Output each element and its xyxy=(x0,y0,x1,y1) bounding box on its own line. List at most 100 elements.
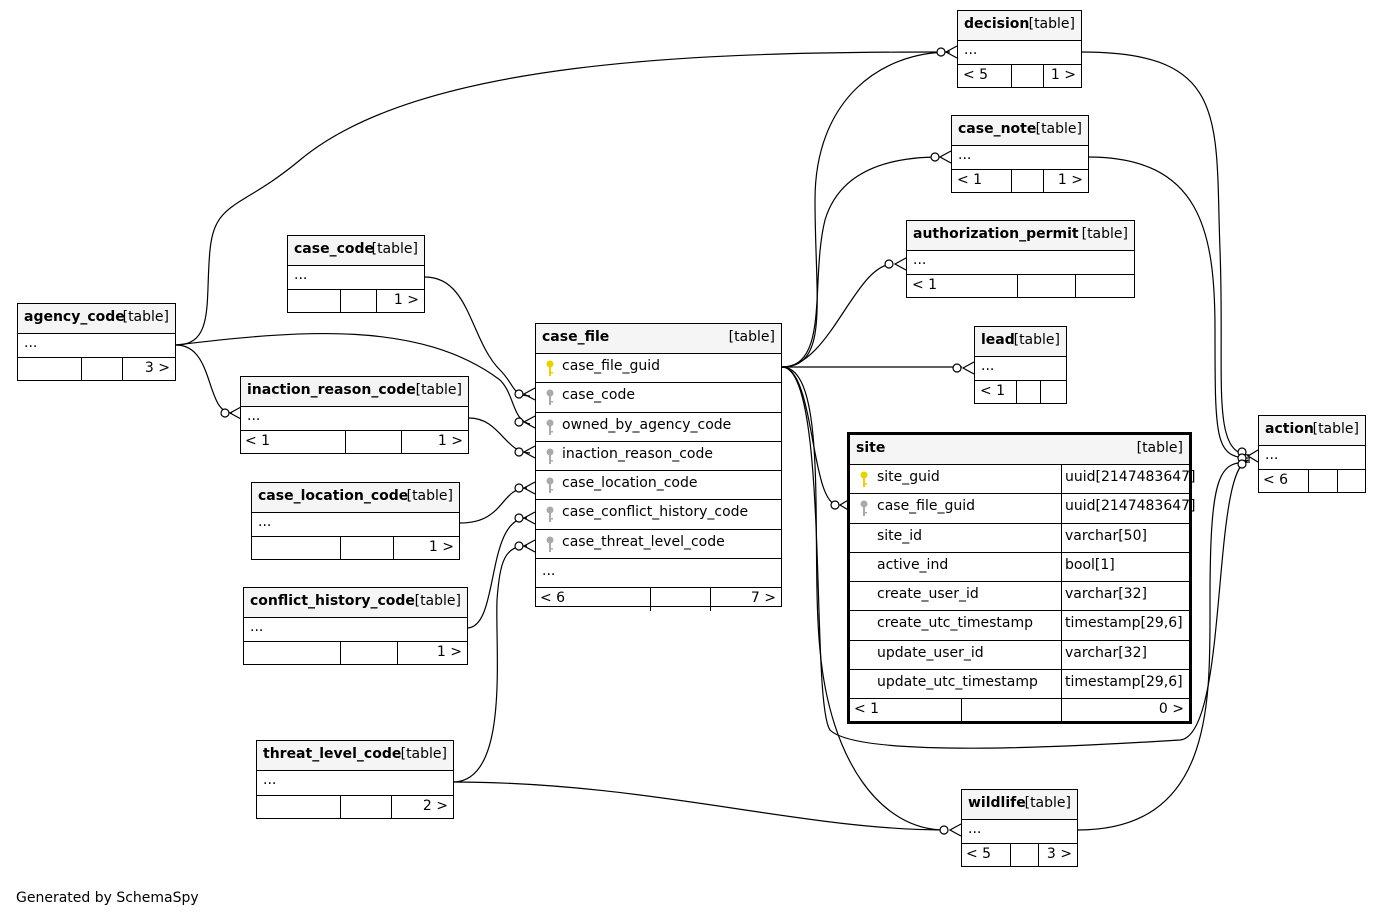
parent-count: < 1 xyxy=(912,277,938,293)
table-tag: [table] xyxy=(400,746,447,762)
table-tag: [table] xyxy=(1024,795,1071,811)
edge-conflict-casefile xyxy=(466,517,528,629)
table-name: authorization_permit xyxy=(913,226,1079,242)
table-name: case_note xyxy=(958,121,1037,137)
primary-key-icon xyxy=(860,471,868,487)
foreign-key-icon xyxy=(546,477,554,494)
edge-casefile-wildlife xyxy=(781,366,946,831)
table-tag: [table] xyxy=(1013,332,1060,348)
table-threat-level-code[interactable]: threat_level_code[table] ... 2 > xyxy=(256,740,454,819)
column-row[interactable]: case_file_guid xyxy=(536,354,781,384)
table-name: inaction_reason_code xyxy=(247,382,416,398)
column-name: case_file_guid xyxy=(877,498,976,515)
table-conflict-history-code[interactable]: conflict_history_code[table] ... 1 > xyxy=(243,587,468,665)
table-name: site xyxy=(856,440,886,456)
more-columns: ... xyxy=(542,563,556,580)
more-columns: ... xyxy=(24,335,38,351)
more-columns: ... xyxy=(250,619,264,635)
parent-count: < 1 xyxy=(957,172,983,188)
parent-count: < 6 xyxy=(1263,472,1289,488)
column-type: uuid[2147483647] xyxy=(1065,498,1196,515)
edge-casefile-permit xyxy=(781,263,894,368)
edge-threat-wildlife xyxy=(452,781,946,831)
column-type: varchar[50] xyxy=(1065,527,1147,544)
column-name: case_location_code xyxy=(562,475,698,492)
child-count: 7 > xyxy=(750,590,776,607)
table-case-location-code[interactable]: case_location_code[table] ... 1 > xyxy=(251,482,460,560)
table-tag: [table] xyxy=(1136,440,1183,456)
child-count: 0 > xyxy=(1158,701,1184,718)
table-name: wildlife xyxy=(968,795,1026,811)
column-row[interactable]: case_conflict_history_code xyxy=(536,500,781,530)
column-type: varchar[32] xyxy=(1065,586,1147,603)
table-tag: [table] xyxy=(1312,421,1359,437)
column-row[interactable]: case_code xyxy=(536,383,781,413)
parent-count: < 1 xyxy=(980,383,1006,399)
table-case-code[interactable]: case_code[table] ... 1 > xyxy=(287,235,425,313)
table-name: threat_level_code xyxy=(263,746,402,762)
table-agency-code[interactable]: agency_code[table] ... 3 > xyxy=(17,303,176,381)
table-action[interactable]: action[table] ... < 6 xyxy=(1258,415,1366,493)
table-tag: [table] xyxy=(406,488,453,504)
parent-count: < 5 xyxy=(963,67,989,83)
column-row[interactable]: case_file_guid uuid[2147483647] xyxy=(850,494,1196,524)
table-name: agency_code xyxy=(24,309,125,325)
table-name: case_location_code xyxy=(258,488,409,504)
foreign-key-icon xyxy=(860,500,868,517)
parent-count: < 5 xyxy=(966,846,992,862)
column-row[interactable]: inaction_reason_code xyxy=(536,442,781,472)
edge-casenote-action xyxy=(1087,156,1251,459)
table-name: decision xyxy=(964,16,1030,32)
table-lead[interactable]: lead[table] ... < 1 xyxy=(974,326,1067,404)
table-name: lead xyxy=(981,332,1015,348)
parent-count: < 1 xyxy=(245,433,271,449)
edge-casefile-decision xyxy=(781,51,951,368)
edge-agency-inaction xyxy=(175,344,233,414)
table-tag: [table] xyxy=(415,382,462,398)
column-row[interactable]: owned_by_agency_code xyxy=(536,413,781,442)
more-columns: ... xyxy=(258,514,272,530)
child-count: 1 > xyxy=(437,433,463,449)
primary-key-icon xyxy=(546,360,554,376)
column-type: timestamp[29,6] xyxy=(1065,674,1183,691)
edge-agency-decision xyxy=(175,51,941,346)
parent-count: < 1 xyxy=(854,701,880,718)
column-row[interactable]: case_location_code xyxy=(536,471,781,501)
table-tag: [table] xyxy=(371,241,418,257)
more-columns: ... xyxy=(1265,447,1279,463)
table-tag: [table] xyxy=(1035,121,1082,137)
column-type: timestamp[29,6] xyxy=(1065,615,1183,632)
column-type: bool[1] xyxy=(1065,556,1115,573)
column-name: update_user_id xyxy=(877,644,984,661)
table-tag: [table] xyxy=(1081,226,1128,242)
parent-count: < 6 xyxy=(540,590,566,607)
more-columns: ... xyxy=(964,42,978,58)
column-name: case_code xyxy=(562,387,635,404)
edge-wildlife-action xyxy=(1077,461,1251,831)
column-name: case_file_guid xyxy=(562,358,661,374)
column-row[interactable]: case_threat_level_code xyxy=(536,530,781,560)
edge-threat-casefile xyxy=(452,545,528,783)
more-columns: ... xyxy=(294,267,308,283)
child-count: 3 > xyxy=(144,360,170,376)
table-tag: [table] xyxy=(728,329,775,345)
table-authorization-permit[interactable]: authorization_permit[table] ... < 1 xyxy=(906,220,1135,298)
table-tag: [table] xyxy=(122,309,169,325)
foreign-key-icon xyxy=(546,389,554,406)
table-name: case_code xyxy=(294,241,375,257)
column-name: inaction_reason_code xyxy=(562,445,713,462)
